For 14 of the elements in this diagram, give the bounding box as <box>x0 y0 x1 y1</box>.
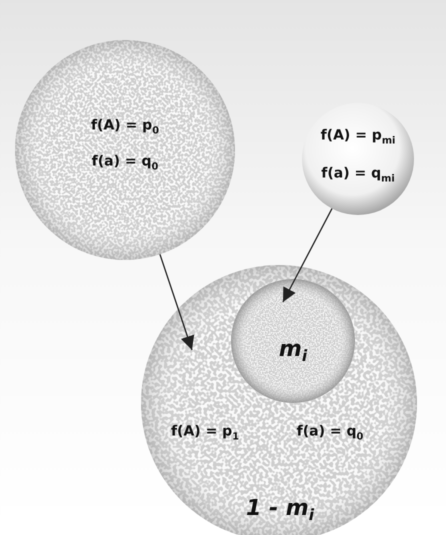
frequency-label: f(A) = p$_{1}$ <box>170 424 240 442</box>
arrow <box>282 208 333 302</box>
population-label: m$_{i}$ <box>278 336 308 366</box>
population-circle <box>302 103 414 215</box>
frequency-label: f(A) = p$_{mi}$ <box>320 128 396 146</box>
population-circle <box>141 265 417 535</box>
frequency-label: f(A) = p$_{0}$ <box>90 118 160 136</box>
population-circle <box>15 40 235 260</box>
frequency-label: f(a) = q$_{0}$ <box>296 424 364 442</box>
population-circle <box>231 279 355 403</box>
frequency-label: f(a) = q$_{mi}$ <box>321 166 395 184</box>
frequency-label: f(a) = q$_{0}$ <box>92 154 158 172</box>
population-label: 1 - m$_{i}$ <box>246 496 314 524</box>
arrow <box>159 254 194 350</box>
